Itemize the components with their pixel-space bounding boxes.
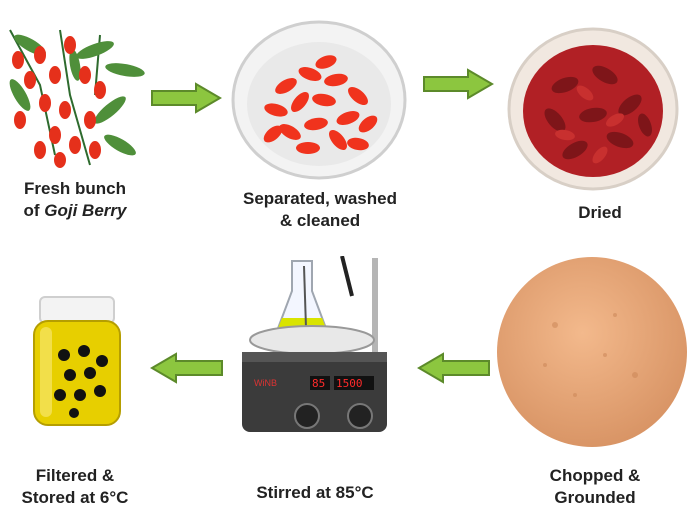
caption-separated: Separated, washed & cleaned bbox=[242, 189, 397, 230]
fresh-goji-image bbox=[0, 25, 150, 170]
hotplate-stirrer-image: WiNB 85 1500 bbox=[232, 256, 397, 436]
arrow-left-icon bbox=[148, 352, 224, 384]
temperature-display: 85 bbox=[312, 377, 325, 390]
arrow-left-icon bbox=[415, 352, 491, 384]
speed-display: 1500 bbox=[336, 377, 363, 390]
arrow-right-icon bbox=[422, 68, 494, 100]
brand-label: WiNB bbox=[254, 378, 277, 388]
caption-dried: Dried bbox=[578, 203, 622, 222]
caption-ground: Chopped & Grounded bbox=[549, 466, 641, 507]
arrow-right-icon bbox=[150, 82, 222, 114]
filtered-extract-bottle-image bbox=[22, 295, 132, 430]
washed-berries-bowl-image bbox=[228, 14, 410, 182]
caption-fresh: Fresh bunch of Goji Berry bbox=[23, 179, 127, 220]
caption-stirred: Stirred at 85°C bbox=[256, 483, 374, 502]
dried-berries-bowl-image bbox=[505, 25, 680, 193]
caption-filtered: Filtered & Stored at 6°C bbox=[21, 466, 129, 507]
ground-powder-image bbox=[495, 255, 690, 450]
